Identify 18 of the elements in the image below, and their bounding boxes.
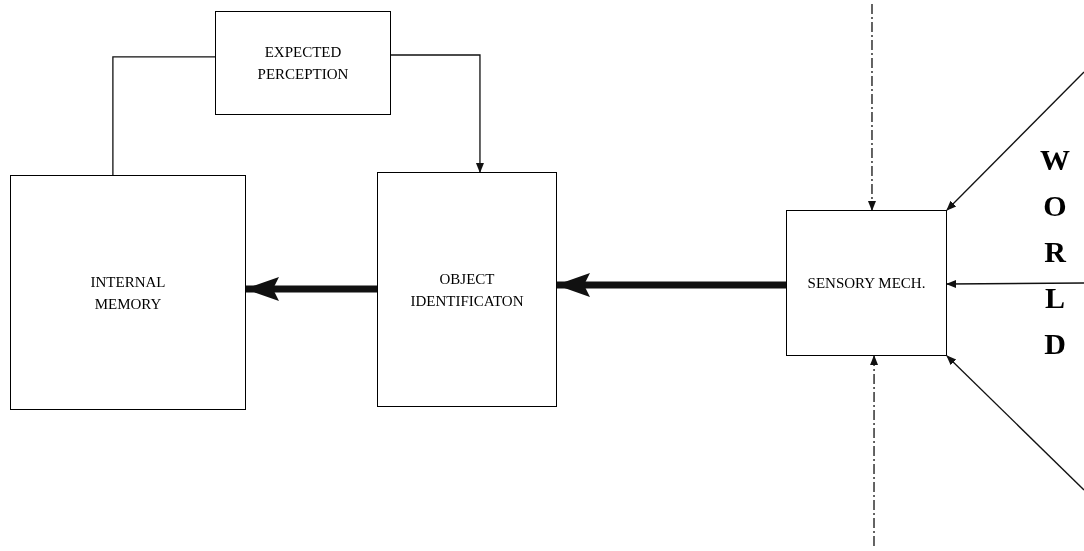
process-box (10, 175, 246, 410)
box-label: INTERNAL MEMORY (89, 272, 167, 314)
process-box (786, 210, 947, 356)
arrow (868, 3, 876, 211)
box-label: SENSORY MECH. (807, 274, 926, 293)
connector-line (112, 56, 216, 176)
process-box (377, 172, 557, 407)
thick-arrow (556, 273, 786, 298)
arrow (946, 279, 1084, 288)
arrow (946, 71, 1084, 211)
box-label: OBJECT IDENTIFICATON (409, 269, 525, 311)
arrow (946, 355, 1084, 491)
arrow (870, 355, 879, 547)
process-box (215, 11, 391, 115)
world-label: WORLD (1040, 142, 1070, 362)
arrow (390, 54, 484, 173)
thick-arrow (245, 277, 377, 301)
box-label: EXPECTED PERCEPTION (256, 43, 350, 84)
